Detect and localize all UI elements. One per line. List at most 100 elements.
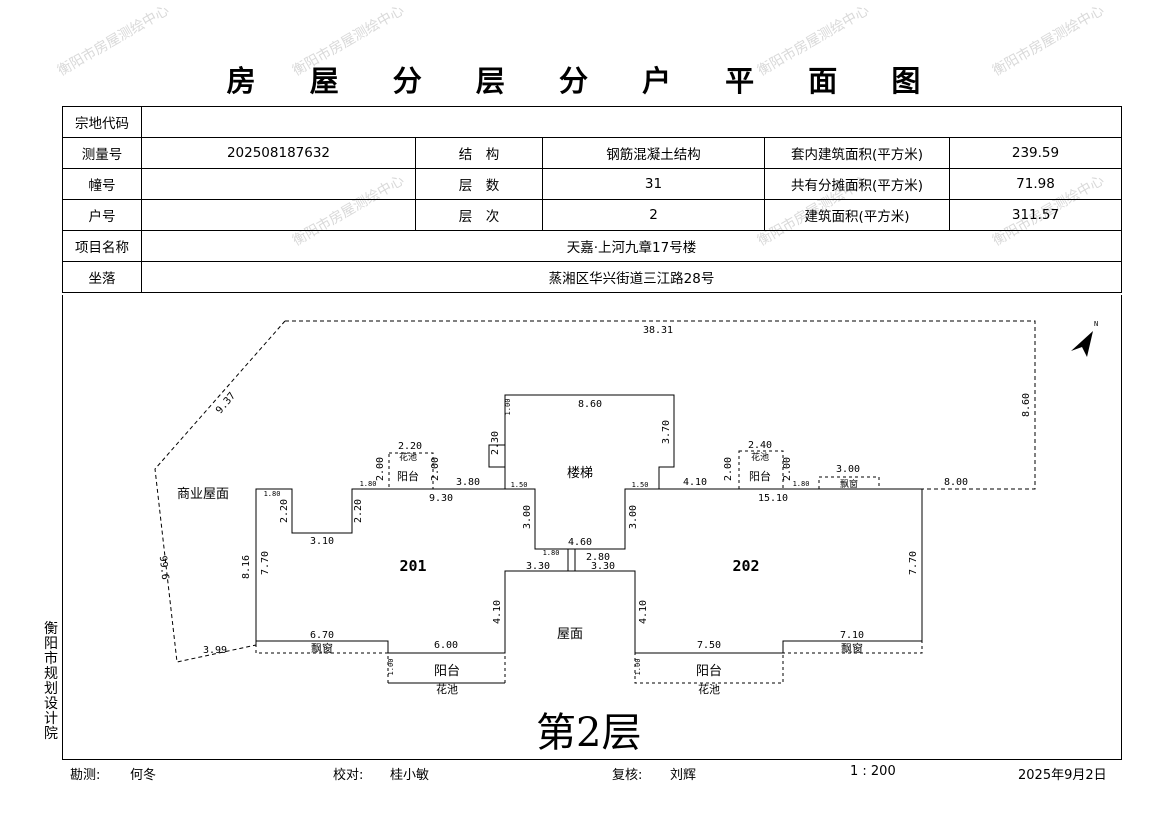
label-bay-window: 飘窗: [840, 478, 858, 490]
dim-label: 1.50: [511, 481, 528, 489]
dim-label: 8.60: [1021, 393, 1032, 417]
floor-plan: N 商业屋面 201 202 楼梯 屋面 阳台 阳台 阳台 阳台 花池 花池 花…: [62, 295, 1122, 760]
dim-label: 4.10: [492, 600, 503, 624]
dim-label: 9.30: [429, 493, 453, 504]
value-build-area: 311.57: [949, 199, 1122, 231]
dim-label: 3.80: [456, 477, 480, 488]
table-row: 幢号 层 数 31 共有分摊面积(平方米) 71.98: [62, 168, 1122, 200]
value-structure: 钢筋混凝土结构: [542, 137, 765, 169]
label-building: 幢号: [62, 168, 142, 200]
surveyor-label: 勘测:: [70, 768, 101, 783]
info-table: 宗地代码 测量号 202508187632 结 构 钢筋混凝土结构 套内建筑面积…: [62, 106, 1122, 293]
dim-label: 1.50: [632, 481, 649, 489]
label-bay-window: 飘窗: [841, 641, 863, 655]
label-flowerbed: 花池: [698, 683, 720, 696]
site-boundary-left: [154, 320, 286, 663]
dim-label: 2.00: [782, 457, 793, 481]
label-survey: 测量号: [62, 137, 142, 169]
table-row: 项目名称 天嘉·上河九章17号楼: [62, 230, 1122, 262]
dim-label: 2.20: [279, 499, 290, 523]
table-row: 宗地代码: [62, 106, 1122, 138]
dim-label: 2.30: [490, 431, 501, 455]
dim-label: 1.80: [264, 490, 281, 498]
institute-name: 衡阳市规划设计院: [44, 621, 58, 742]
label-flowerbed: 花池: [436, 683, 458, 696]
value-floor: 2: [542, 199, 765, 231]
date: 2025年9月2日: [1018, 768, 1107, 783]
dim-label: 1.80: [543, 549, 560, 557]
table-row: 户号 层 次 2 建筑面积(平方米) 311.57: [62, 199, 1122, 231]
label-room-201: 201: [399, 557, 426, 575]
value-project: 天嘉·上河九章17号楼: [141, 230, 1122, 262]
table-row: 坐落 蒸湘区华兴街道三江路28号: [62, 261, 1122, 293]
dim-label: 9.37: [214, 391, 238, 417]
dim-label: 99.6: [157, 555, 170, 580]
dim-label: 1.00: [504, 399, 512, 416]
label-structure: 结 构: [415, 137, 543, 169]
table-row: 测量号 202508187632 结 构 钢筋混凝土结构 套内建筑面积(平方米)…: [62, 137, 1122, 169]
reviewer-name: 刘辉: [670, 768, 697, 783]
label-balcony: 阳台: [696, 664, 722, 679]
dim-label: 3.00: [836, 464, 860, 475]
bay-window-left: [255, 640, 389, 654]
label-stairs: 楼梯: [567, 466, 593, 481]
dim-label: 3.30: [526, 561, 550, 572]
dim-label: 2.40: [748, 440, 772, 451]
balcony-bottom-left: [387, 652, 506, 684]
floor-number-label: 第2层: [536, 710, 642, 756]
dim-label: 3.30: [591, 561, 615, 572]
value-floors: 31: [542, 168, 765, 200]
value-unit: [141, 199, 416, 231]
label-room-202: 202: [732, 557, 759, 575]
label-bay-window: 飘窗: [311, 641, 333, 655]
dim-label: 2.00: [723, 457, 734, 481]
label-location: 坐落: [62, 261, 142, 293]
dim-label: 7.70: [260, 551, 271, 575]
value-survey: 202508187632: [141, 137, 416, 169]
balcony-top-right: [738, 450, 784, 490]
label-project: 项目名称: [62, 230, 142, 262]
label-floors: 层 数: [415, 168, 543, 200]
dim-label: 3.10: [310, 536, 334, 547]
value-building: [141, 168, 416, 200]
value-inner-area: 239.59: [949, 137, 1122, 169]
svg-text:N: N: [1094, 320, 1098, 328]
dim-label: 1.80: [360, 480, 377, 488]
dim-label: 8.16: [241, 555, 252, 579]
stair-wall: [488, 395, 659, 550]
value-zongdi: [141, 106, 1122, 138]
page-title: 房 屋 分 层 分 户 平 面 图: [226, 64, 943, 98]
bay-window-right: [782, 640, 923, 654]
dim-label: 1.00: [634, 659, 642, 676]
dim-label: 2.80: [586, 552, 610, 563]
dim-label: 7.10: [840, 630, 864, 641]
site-boundary: [285, 320, 1036, 490]
dim-label: 15.10: [758, 493, 788, 504]
dim-label: 38.31: [643, 325, 673, 336]
dim-label: 2.00: [430, 457, 441, 481]
north-arrow-icon: N: [1071, 320, 1098, 357]
dim-label: 3.70: [661, 420, 672, 444]
dim-label: 3.99: [203, 645, 227, 656]
checker-name: 桂小敏: [390, 768, 430, 783]
checker-label: 校对:: [333, 768, 364, 783]
dim-label: 7.50: [697, 640, 721, 651]
dim-label: 4.60: [568, 537, 592, 548]
label-commercial-roof: 商业屋面: [177, 487, 229, 502]
dim-label: 4.10: [638, 600, 649, 624]
dim-label: 6.70: [310, 630, 334, 641]
dim-label: 1.80: [793, 480, 810, 488]
label-floor: 层 次: [415, 199, 543, 231]
value-shared-area: 71.98: [949, 168, 1122, 200]
value-location: 蒸湘区华兴街道三江路28号: [141, 261, 1122, 293]
reviewer-label: 复核:: [612, 768, 643, 783]
label-build-area: 建筑面积(平方米): [764, 199, 950, 231]
dim-label: 1.00: [387, 659, 395, 676]
label-balcony: 阳台: [749, 469, 771, 483]
dim-label: 2.20: [398, 441, 422, 452]
label-unit: 户号: [62, 199, 142, 231]
dim-label: 4.10: [683, 477, 707, 488]
dim-label: 8.00: [944, 477, 968, 488]
label-balcony: 阳台: [397, 469, 419, 483]
dim-label: 2.00: [375, 457, 386, 481]
